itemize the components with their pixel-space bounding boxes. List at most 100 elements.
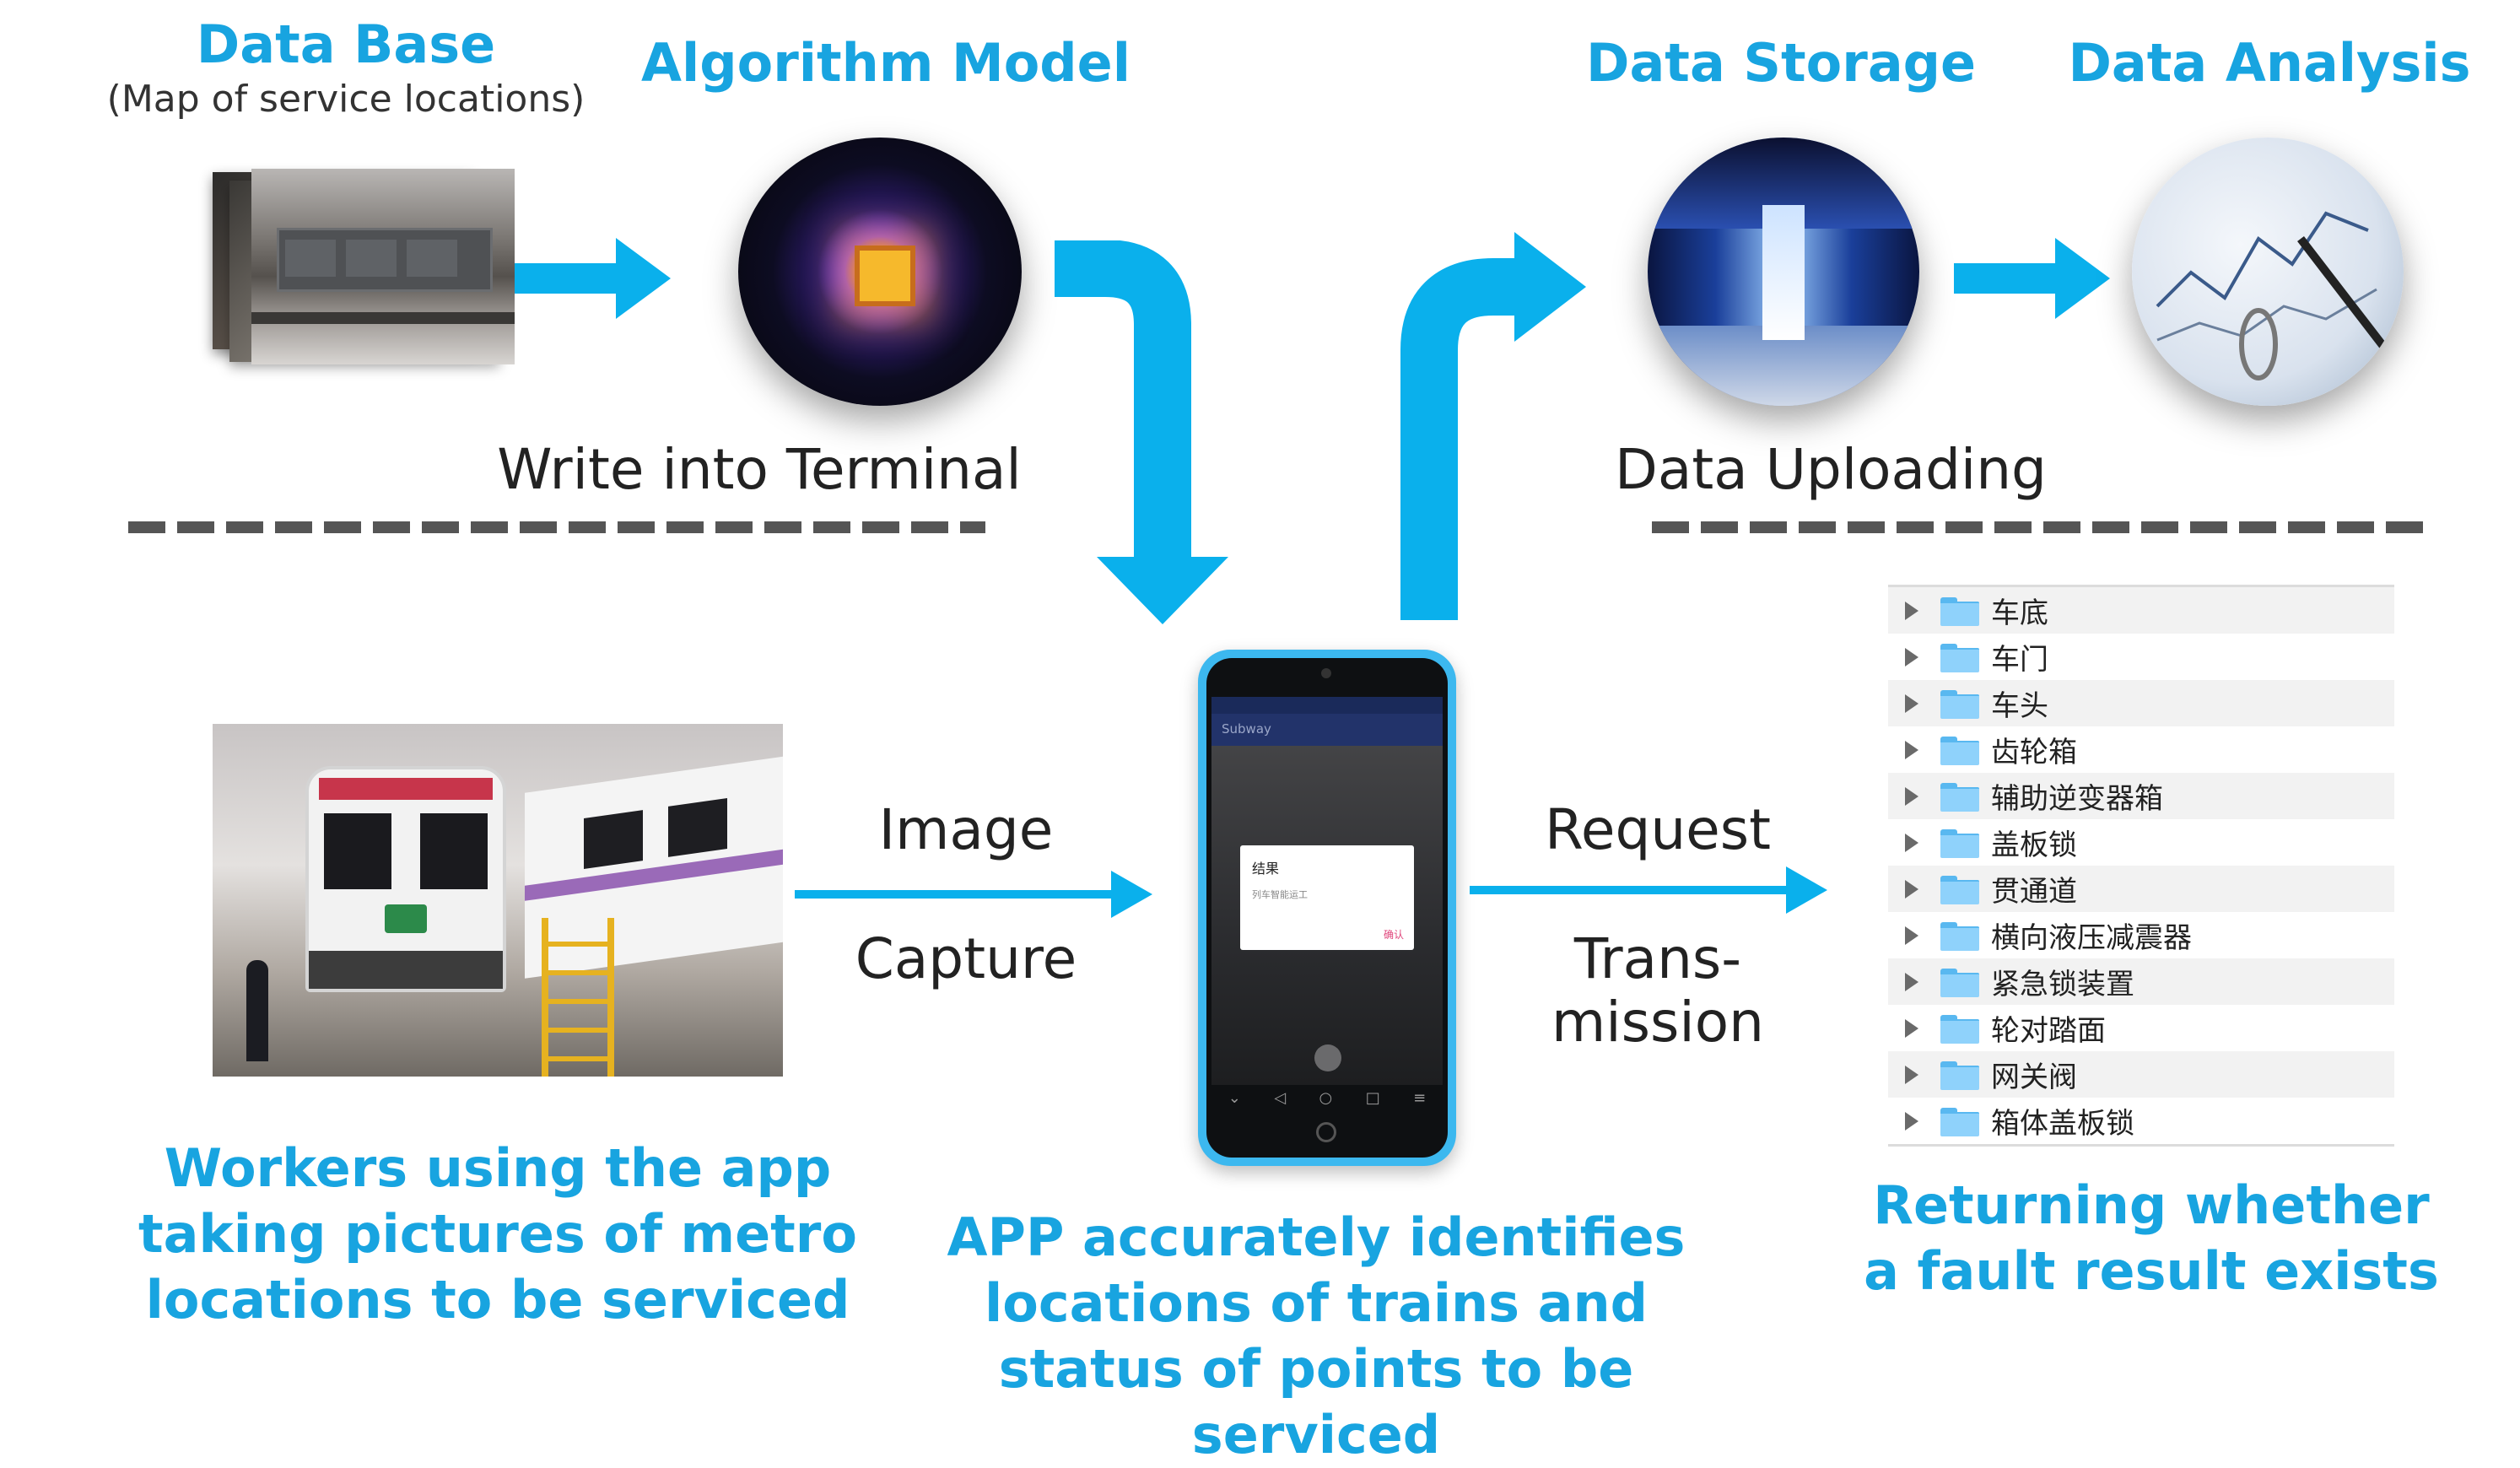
algorithm-title: Algorithm Model	[641, 32, 1130, 94]
folder-row[interactable]: 车门	[1888, 634, 2394, 680]
database-title: Data Base	[196, 13, 496, 75]
undercarriage-photo	[251, 169, 515, 364]
database-image-stack	[213, 165, 516, 368]
folder-name: 车门	[1991, 643, 2048, 677]
folder-row[interactable]: 横向液压减震器	[1888, 912, 2394, 958]
expand-triangle-icon[interactable]	[1905, 972, 1918, 991]
arrow-phone-to-storage	[1400, 232, 1586, 620]
folder-icon	[1940, 921, 1979, 951]
dashed-divider-left	[128, 521, 985, 533]
folder-icon	[1940, 736, 1979, 765]
folder-row[interactable]: 网关阀	[1888, 1051, 2394, 1098]
database-subtitle: (Map of service locations)	[106, 78, 585, 121]
expand-triangle-icon[interactable]	[1905, 601, 1918, 620]
folder-name: 盖板锁	[1991, 828, 2077, 862]
expand-triangle-icon[interactable]	[1905, 786, 1918, 806]
folder-name: 贯通道	[1991, 875, 2077, 909]
folder-name: 箱体盖板锁	[1991, 1107, 2134, 1141]
folder-row[interactable]: 车头	[1888, 680, 2394, 726]
status-bar	[1211, 697, 1443, 714]
expand-triangle-icon[interactable]	[1905, 833, 1918, 852]
expand-triangle-icon[interactable]	[1905, 647, 1918, 667]
folder-name: 齿轮箱	[1991, 736, 2077, 769]
worker-figure	[246, 960, 268, 1061]
diagram: Data Base (Map of service locations) Alg…	[106, 13, 2471, 1465]
workers-caption-line: locations to be serviced	[145, 1269, 850, 1330]
folder-icon	[1940, 1107, 1979, 1136]
metro-workers-photo	[213, 724, 783, 1077]
folder-icon	[1940, 596, 1979, 626]
analysis-title: Data Analysis	[2068, 32, 2471, 94]
folder-icon	[1940, 689, 1979, 719]
chip-icon	[855, 246, 915, 306]
folder-name: 轮对踏面	[1991, 1014, 2106, 1048]
result-caption-line: a fault result exists	[1864, 1240, 2439, 1302]
folder-row[interactable]: 箱体盖板锁	[1888, 1098, 2394, 1147]
dialog-body: 列车智能运工	[1252, 889, 1308, 900]
app-bar-title: Subway	[1222, 721, 1271, 737]
algorithm-model-image	[738, 138, 1022, 406]
expand-triangle-icon[interactable]	[1905, 926, 1918, 945]
nav-home-icon[interactable]: ○	[1319, 1088, 1333, 1107]
folder-row[interactable]: 齿轮箱	[1888, 726, 2394, 773]
chart-sketch-icon	[2156, 211, 2388, 380]
expand-triangle-icon[interactable]	[1905, 1111, 1918, 1131]
folder-row[interactable]: 紧急锁装置	[1888, 958, 2394, 1005]
arrow-algorithm-to-phone	[1055, 240, 1228, 624]
folder-name: 车头	[1991, 689, 2048, 723]
arrow-storage-to-analysis	[1954, 238, 2110, 319]
folder-row[interactable]: 辅助逆变器箱	[1888, 773, 2394, 819]
phone-camera	[1321, 668, 1331, 678]
ladder	[542, 918, 614, 1077]
expand-triangle-icon[interactable]	[1905, 1065, 1918, 1084]
request-label: Request	[1544, 797, 1772, 862]
result-dialog: 结果 列车智能运工 确认	[1240, 845, 1414, 950]
arrow-phone-to-results	[1470, 866, 1827, 914]
home-button[interactable]	[1316, 1122, 1336, 1142]
dialog-ok-button[interactable]: 确认	[1383, 929, 1404, 941]
nav-recent-icon[interactable]: □	[1365, 1088, 1380, 1107]
folder-icon	[1940, 828, 1979, 858]
expand-triangle-icon[interactable]	[1905, 879, 1918, 899]
folder-icon	[1940, 968, 1979, 997]
folder-icon	[1940, 782, 1979, 812]
workers-caption-line: Workers using the app	[164, 1137, 832, 1199]
folder-name: 车底	[1991, 596, 2048, 630]
phone-screen: Subway 结果 列车智能运工 确认	[1211, 697, 1443, 1085]
folder-icon	[1940, 1014, 1979, 1044]
shutter-button[interactable]	[1314, 1044, 1341, 1071]
nav-down-icon[interactable]: ⌄	[1228, 1088, 1241, 1107]
result-caption: Returning whether a fault result exists	[1848, 1173, 2455, 1304]
workers-caption-line: taking pictures of metro	[138, 1203, 857, 1265]
folder-row[interactable]: 轮对踏面	[1888, 1005, 2394, 1051]
folder-name: 紧急锁装置	[1991, 968, 2134, 1001]
trans-label: Trans-	[1573, 926, 1742, 991]
smartphone: Subway 结果 列车智能运工 确认 ⌄ ◁ ○ □ ≡	[1198, 650, 1456, 1166]
dashed-divider-right	[1652, 521, 2435, 533]
data-analysis-image	[2132, 138, 2404, 406]
dialog-title: 结果	[1252, 861, 1280, 877]
app-caption: APP accurately identifies locations of t…	[869, 1205, 1763, 1468]
folder-icon	[1940, 875, 1979, 904]
folder-row[interactable]: 车底	[1888, 587, 2394, 634]
train-left	[305, 766, 506, 992]
folder-name: 网关阀	[1991, 1061, 2077, 1094]
capture-label: Capture	[855, 926, 1077, 991]
folder-icon	[1940, 643, 1979, 672]
write-into-terminal-label: Write into Terminal	[497, 437, 1022, 502]
app-caption-line: locations of trains and	[985, 1272, 1648, 1334]
folder-row[interactable]: 盖板锁	[1888, 819, 2394, 866]
folder-name: 横向液压减震器	[1991, 921, 2192, 955]
folder-icon	[1940, 1061, 1979, 1090]
result-caption-line: Returning whether	[1873, 1174, 2430, 1236]
arrow-capture-to-phone	[795, 871, 1152, 918]
expand-triangle-icon[interactable]	[1905, 1018, 1918, 1038]
workers-caption: Workers using the app taking pictures of…	[127, 1136, 869, 1333]
expand-triangle-icon[interactable]	[1905, 740, 1918, 759]
storage-title: Data Storage	[1586, 32, 1977, 94]
nav-back-icon[interactable]: ◁	[1274, 1088, 1287, 1107]
folder-row[interactable]: 贯通道	[1888, 866, 2394, 912]
nav-menu-icon[interactable]: ≡	[1413, 1088, 1427, 1107]
expand-triangle-icon[interactable]	[1905, 694, 1918, 713]
data-uploading-label: Data Uploading	[1615, 437, 2047, 502]
